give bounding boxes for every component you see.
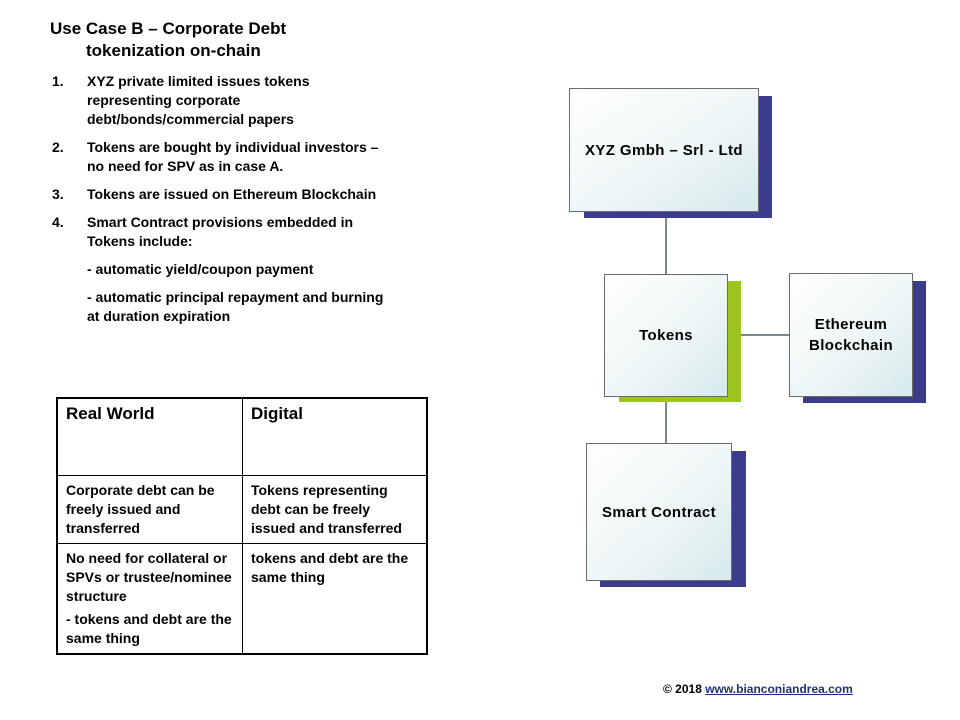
step-text: Smart Contract provisions embedded in To… [87, 214, 354, 249]
connector-issuer-tokens [665, 211, 667, 274]
table-row: Corporate debt can be freely issued and … [56, 475, 428, 544]
step-item: 1. XYZ private limited issues tokens rep… [52, 72, 392, 129]
issuer-box: XYZ Gmbh – Srl - Ltd [569, 88, 759, 212]
comparison-table: Real World Digital Corporate debt can be… [56, 397, 428, 655]
smart-contract-label: Smart Contract [602, 503, 716, 521]
cell-digital: tokens and debt are the same thing [242, 543, 428, 655]
step-item: 2. Tokens are bought by individual inves… [52, 138, 392, 176]
cell-text: No need for collateral or SPVs or truste… [66, 550, 232, 604]
blockchain-box: Ethereum Blockchain [789, 273, 913, 397]
cell-real-world: Corporate debt can be freely issued and … [56, 475, 243, 544]
tokens-label: Tokens [639, 327, 693, 344]
issuer-label: XYZ Gmbh – Srl - Ltd [584, 141, 743, 159]
header-digital: Digital [242, 397, 428, 476]
tokens-box: Tokens [604, 274, 728, 397]
step-text: Tokens are bought by individual investor… [87, 139, 379, 174]
step-item: 3. Tokens are issued on Ethereum Blockch… [52, 185, 392, 204]
footer-credit: © 2018 www.bianconiandrea.com [663, 682, 853, 696]
website-link[interactable]: www.bianconiandrea.com [705, 682, 853, 696]
smart-contract-box: Smart Contract [586, 443, 732, 581]
table-row: No need for collateral or SPVs or truste… [56, 543, 428, 655]
blockchain-label-line-2: Blockchain [808, 337, 894, 354]
cell-note: - tokens and debt are the same thing [66, 611, 232, 646]
step-subitem: - automatic yield/coupon payment [87, 261, 314, 277]
step-text: XYZ private limited issues tokens repres… [87, 73, 310, 127]
step-item: 4. Smart Contract provisions embedded in… [52, 213, 392, 326]
title-line-2: tokenization on-chain [86, 41, 261, 60]
step-number: 3. [52, 186, 64, 202]
cell-digital: Tokens representing debt can be freely i… [242, 475, 428, 544]
step-number: 2. [52, 139, 64, 155]
step-subitem: - automatic principal repayment and burn… [87, 289, 384, 324]
connector-tokens-blockchain [740, 334, 790, 336]
steps-list: 1. XYZ private limited issues tokens rep… [52, 72, 392, 335]
title-line-1: Use Case B – Corporate Debt [50, 19, 287, 38]
cell-real-world: No need for collateral or SPVs or truste… [56, 543, 243, 655]
copyright-text: © 2018 [663, 682, 702, 696]
step-text: Tokens are issued on Ethereum Blockchain [87, 186, 377, 202]
connector-tokens-contract [665, 396, 667, 444]
step-number: 4. [52, 214, 64, 230]
slide-title: Use Case B – Corporate Debt tokenization… [50, 18, 380, 62]
header-real-world: Real World [56, 397, 243, 476]
step-number: 1. [52, 73, 64, 89]
blockchain-label-line-1: Ethereum [814, 316, 888, 333]
table-header-row: Real World Digital [56, 397, 428, 476]
